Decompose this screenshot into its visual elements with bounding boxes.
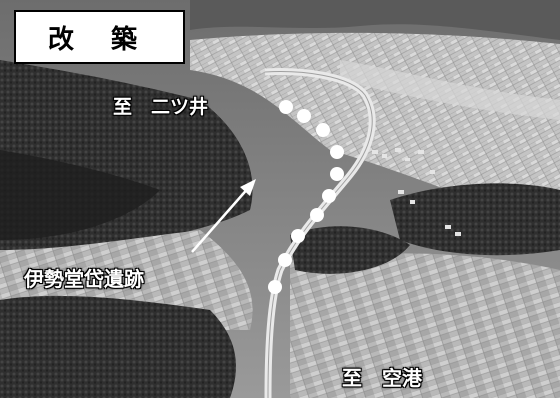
label-site-name: 伊勢堂岱遺跡	[24, 267, 144, 291]
route-dot	[330, 167, 344, 181]
route-dot	[297, 109, 311, 123]
title-text: 改 築	[47, 24, 152, 55]
title-box: 改 築	[14, 10, 185, 64]
route-dot	[268, 280, 282, 294]
route-dot	[278, 253, 292, 267]
route-dot	[310, 208, 324, 222]
route-dot	[279, 100, 293, 114]
route-dot	[330, 145, 344, 159]
label-to-airport: 至 空港	[342, 366, 422, 390]
route-dot	[322, 189, 336, 203]
route-dot	[291, 229, 305, 243]
route-dots	[268, 100, 344, 294]
route-dot	[316, 123, 330, 137]
label-to-futatsui: 至 二ツ井	[113, 96, 209, 118]
